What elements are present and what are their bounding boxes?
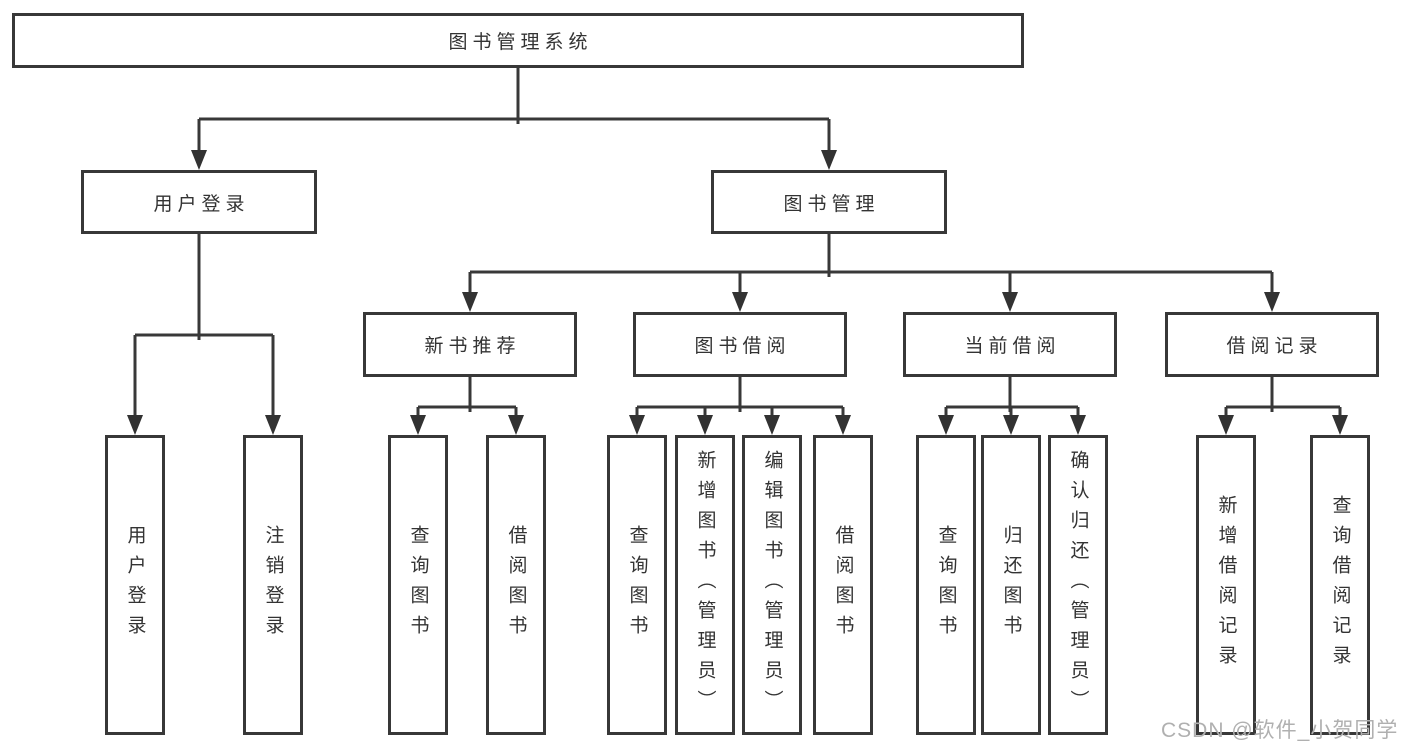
node-library-system-label: 图书管理系统 xyxy=(448,32,593,53)
node-book-borrow-label: 图书借阅 xyxy=(694,336,791,357)
leaf-edit-books-admin: 编辑图书（管理员） xyxy=(742,435,802,735)
leaf-query-books-current: 查询图书 xyxy=(916,435,976,735)
node-library-system: 图书管理系统 xyxy=(12,13,1024,68)
arrowhead-icons xyxy=(127,150,1348,435)
node-user-login-branch: 用户登录 xyxy=(81,170,317,234)
node-borrow-records-label: 借阅记录 xyxy=(1226,336,1323,357)
node-book-management-label: 图书管理 xyxy=(783,193,880,215)
leaf-confirm-return-admin: 确认归还（管理员） xyxy=(1048,435,1108,735)
node-book-management: 图书管理 xyxy=(711,170,947,234)
leaf-user-login: 用户登录 xyxy=(105,435,165,735)
leaf-query-borrow-record: 查询借阅记录 xyxy=(1310,435,1370,735)
leaf-return-books: 归还图书 xyxy=(981,435,1041,735)
csdn-watermark: CSDN @软件_小贺同学 xyxy=(1161,719,1399,742)
leaf-query-books-recommend: 查询图书 xyxy=(388,435,448,735)
node-book-borrow: 图书借阅 xyxy=(633,312,847,377)
leaf-query-books-borrow: 查询图书 xyxy=(607,435,667,735)
leaf-add-books-admin: 新增图书（管理员） xyxy=(675,435,735,735)
leaf-logout: 注销登录 xyxy=(243,435,303,735)
node-user-login-branch-label: 用户登录 xyxy=(153,193,250,215)
node-borrow-records: 借阅记录 xyxy=(1165,312,1379,377)
leaf-add-borrow-record: 新增借阅记录 xyxy=(1196,435,1256,735)
node-current-borrow: 当前借阅 xyxy=(903,312,1117,377)
node-current-borrow-label: 当前借阅 xyxy=(964,336,1061,357)
node-new-book-recommend: 新书推荐 xyxy=(363,312,577,377)
node-new-book-recommend-label: 新书推荐 xyxy=(424,336,521,357)
leaf-borrow-books: 借阅图书 xyxy=(813,435,873,735)
leaf-borrow-books-recommend: 借阅图书 xyxy=(486,435,546,735)
